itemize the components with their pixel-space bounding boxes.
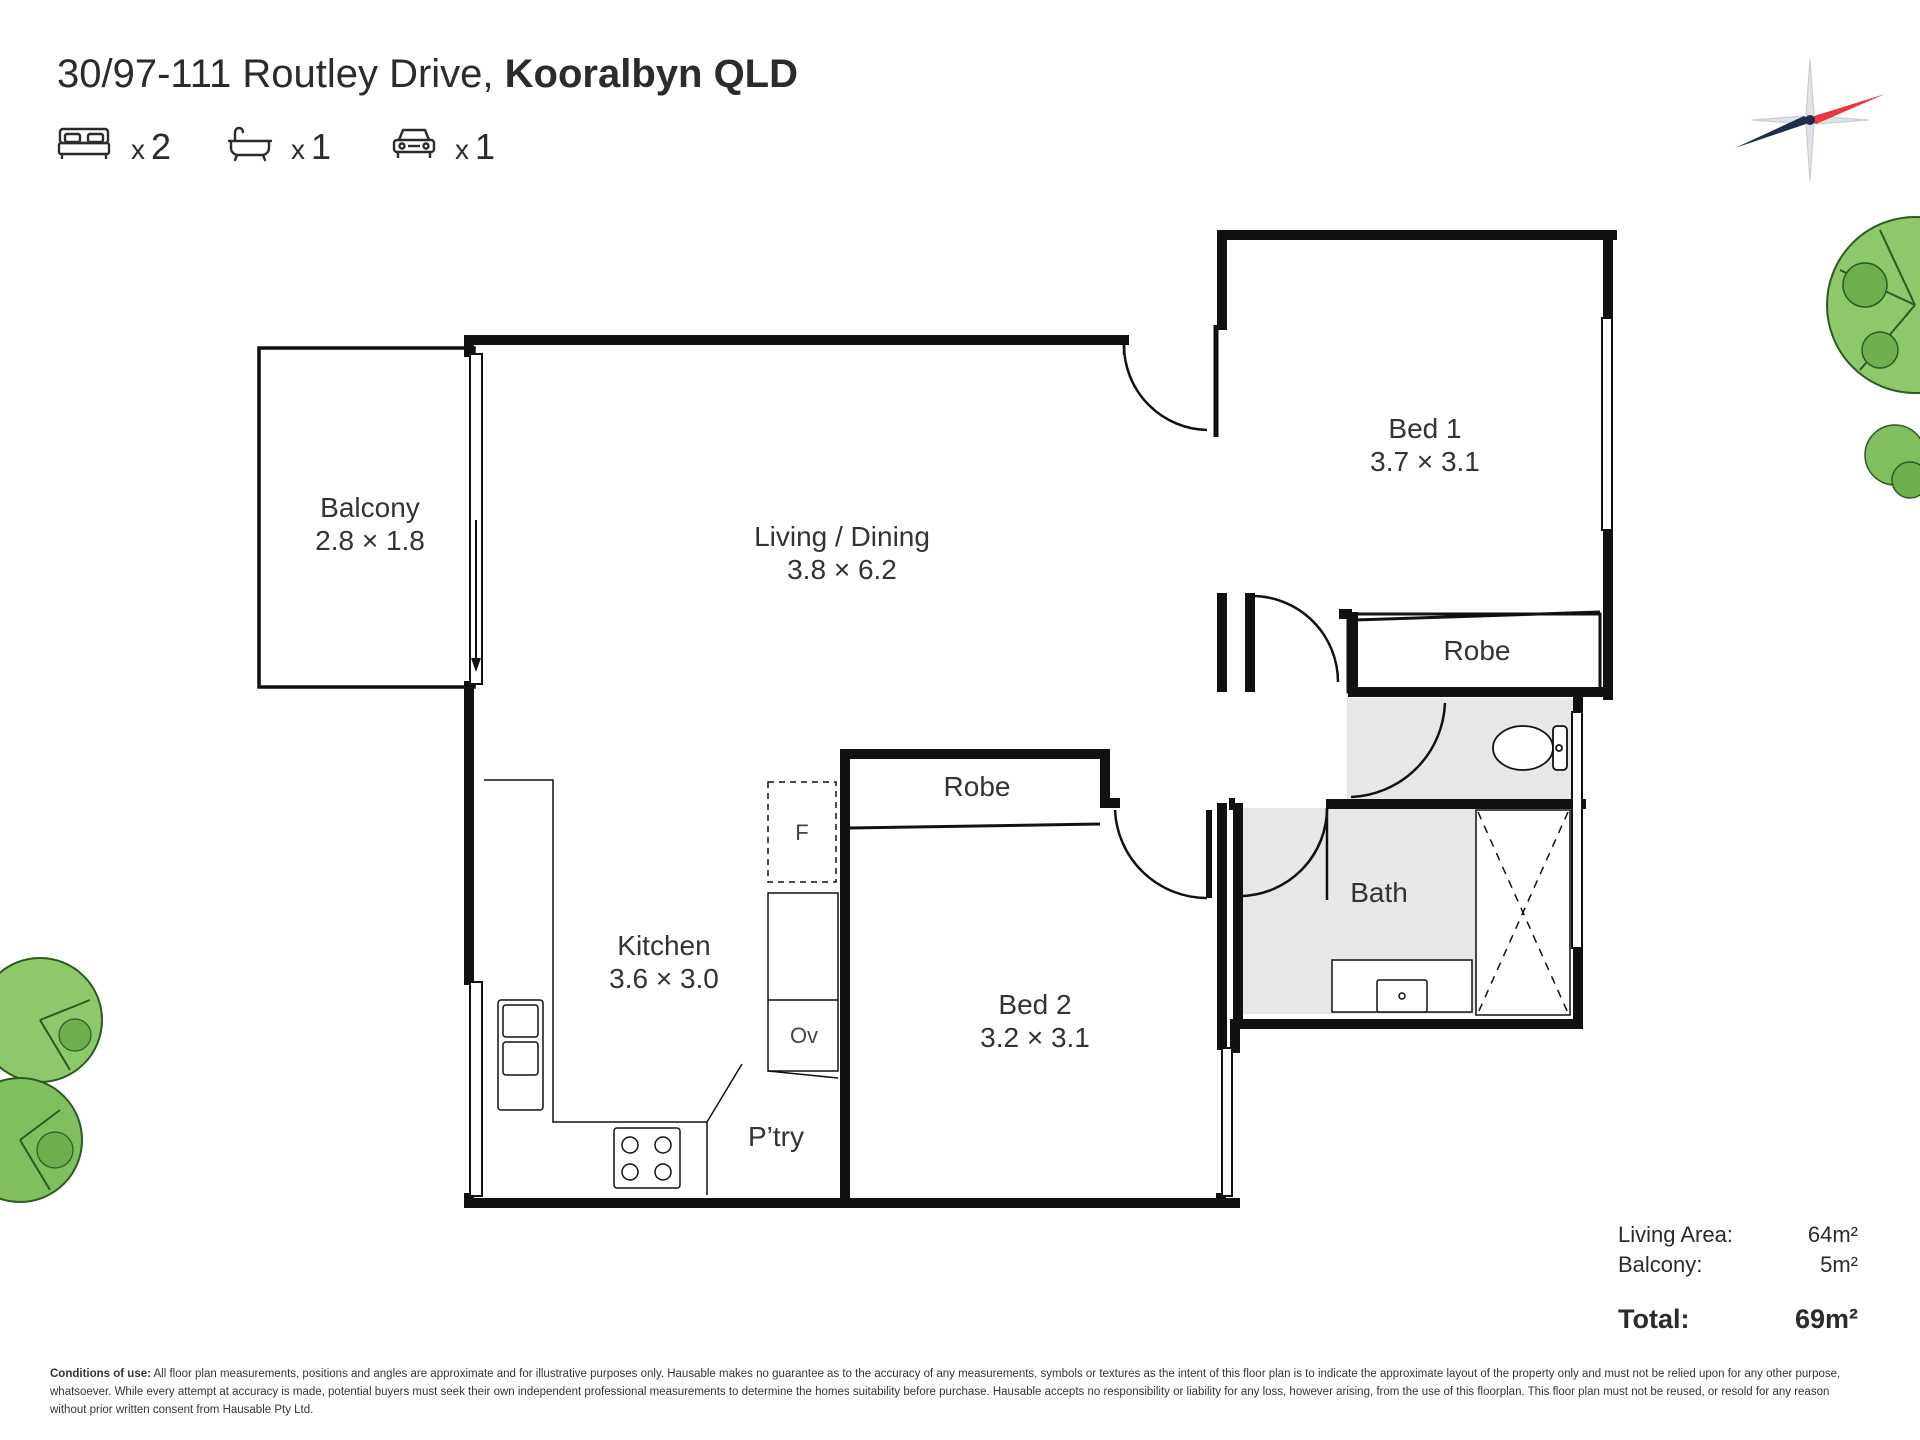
count-prefix: x — [455, 134, 469, 165]
room-bath: Bath — [1350, 876, 1408, 909]
room-name: Bath — [1350, 877, 1408, 908]
count-prefix: x — [291, 134, 305, 165]
room-name: Bed 1 — [1388, 413, 1462, 444]
cooktop-icon — [613, 1127, 681, 1189]
balcony-area-value: 5m² — [1820, 1252, 1858, 1277]
slide-arrow-icon — [471, 658, 481, 672]
room-name: Kitchen — [617, 930, 711, 961]
tree-top-right — [1826, 216, 1920, 499]
car-count-value: 1 — [475, 126, 496, 167]
room-dims: 3.2 × 3.1 — [980, 1022, 1090, 1053]
car-icon — [392, 128, 436, 158]
room-name: Bed 2 — [998, 989, 1072, 1020]
balcony-area-label: Balcony: — [1618, 1252, 1703, 1277]
bedroom-count-value: 2 — [151, 126, 172, 167]
room-name: Living / Dining — [754, 521, 930, 552]
room-robe-bed-1: Robe — [1444, 634, 1511, 667]
room-name: Robe — [943, 771, 1011, 802]
conditions-text: All floor plan measurements, positions a… — [50, 1368, 1841, 1416]
count-prefix: x — [131, 134, 145, 165]
room-name: P’try — [748, 1121, 804, 1152]
total-area-value: 69m² — [1794, 1304, 1858, 1334]
sink-icon — [497, 999, 544, 1111]
total-area-row: Total: 69m² — [1618, 1304, 1858, 1340]
room-dims: 3.7 × 3.1 — [1370, 446, 1480, 477]
living-area-value: 64m² — [1807, 1222, 1858, 1247]
room-pantry: P’try — [748, 1120, 804, 1153]
room-dims: 2.8 × 1.8 — [315, 525, 425, 556]
tree-bottom-left — [0, 957, 103, 1203]
room-bed-1: Bed 1 3.7 × 3.1 — [1370, 412, 1480, 478]
conditions-of-use: Conditions of use: All floor plan measur… — [50, 1365, 1860, 1419]
room-name: Robe — [1443, 635, 1511, 666]
compass-icon — [1735, 59, 1885, 181]
room-dims: 3.6 × 3.0 — [609, 963, 719, 994]
kitchen-benches — [484, 779, 839, 1195]
fridge-space — [767, 781, 837, 883]
suburb: Kooralbyn QLD — [504, 52, 798, 96]
bathroom-count-value: 1 — [311, 126, 332, 167]
room-kitchen: Kitchen 3.6 × 3.0 — [609, 929, 719, 995]
living-area-label: Living Area: — [1618, 1222, 1733, 1247]
robes-outline — [849, 610, 1602, 830]
room-dims: 3.8 × 6.2 — [787, 554, 897, 585]
door-swings — [1113, 344, 1447, 900]
property-address: 30/97-111 Routley Drive, Kooralbyn QLD — [57, 52, 798, 97]
toilet-icon — [1492, 725, 1568, 771]
vanity-basin-icon — [1331, 959, 1473, 1013]
shower-icon — [1475, 809, 1571, 1016]
area-summary: Living Area: 64m² Balcony: 5m² Total: 69… — [1618, 1222, 1858, 1340]
room-robe-bed-2: Robe — [944, 770, 1011, 803]
conditions-heading: Conditions of use: — [50, 1368, 151, 1380]
living-area-row: Living Area: 64m² — [1618, 1222, 1858, 1252]
windows — [469, 317, 1613, 1197]
room-name: Balcony — [320, 492, 420, 523]
oven-label: Ov — [789, 1023, 819, 1048]
total-area-label: Total: — [1618, 1304, 1690, 1334]
room-bed-2: Bed 2 3.2 × 3.1 — [980, 988, 1090, 1054]
fridge-label: F — [795, 820, 809, 845]
bath-icon — [227, 126, 273, 162]
address-line: 30/97-111 Routley Drive, — [57, 52, 494, 96]
room-living-dining: Living / Dining 3.8 × 6.2 — [754, 520, 930, 586]
balcony-area-row: Balcony: 5m² — [1618, 1252, 1858, 1282]
bed-icon — [57, 127, 111, 159]
room-balcony: Balcony 2.8 × 1.8 — [315, 491, 425, 557]
